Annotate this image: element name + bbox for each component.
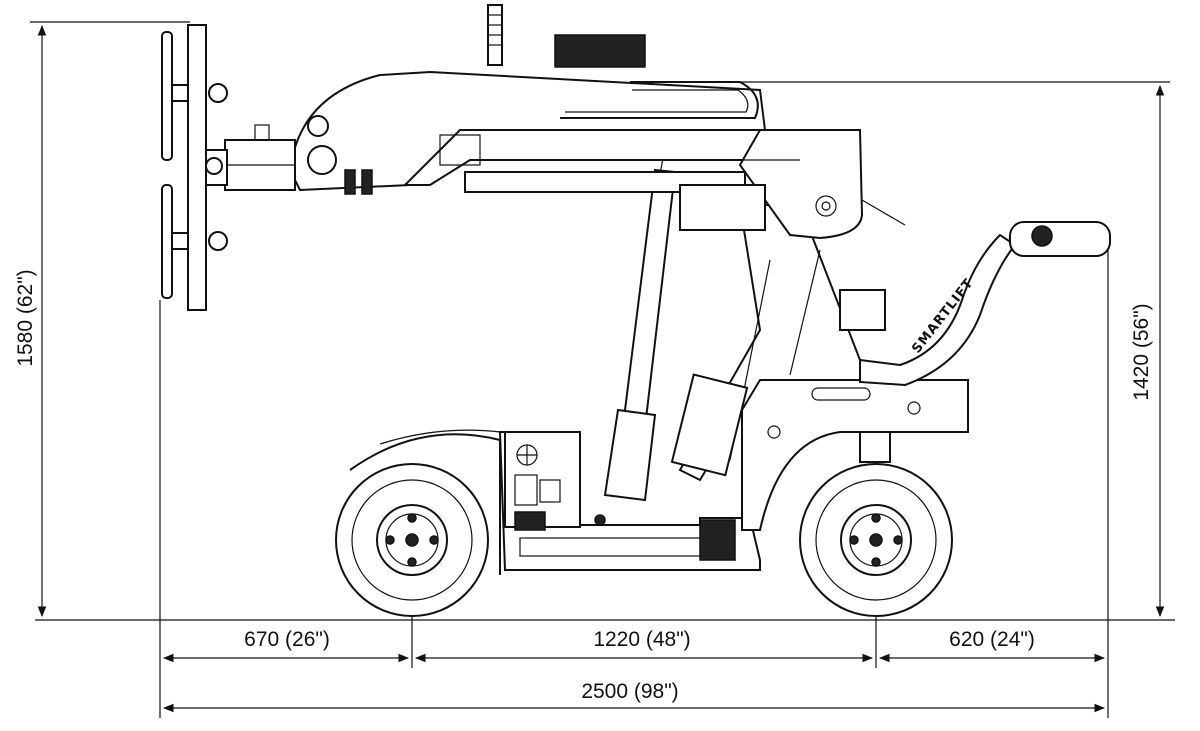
suction-frame (161, 24, 228, 311)
cable-chain (560, 81, 759, 119)
battery-box (670, 373, 749, 477)
wheelbase-label: 1220 (48") (593, 628, 690, 651)
rear-overhang-label: 620 (24") (949, 628, 1035, 651)
front-overhang-label: 670 (26") (244, 628, 330, 651)
front-wheel (335, 463, 489, 617)
machine: SMARTLIFT (161, 4, 1111, 617)
arm-pivot-plate (738, 129, 864, 240)
top-motor (554, 34, 646, 68)
overall-length-label: 2500 (98") (581, 680, 678, 703)
lift-cylinder (594, 139, 677, 526)
arm-height-label: 1420 (56") (1130, 303, 1153, 400)
front-fender (349, 433, 501, 575)
dimension-lines (30, 21, 1175, 718)
suction-cup-top (161, 31, 173, 161)
rear-frame (741, 379, 969, 531)
rear-wheel (799, 463, 953, 617)
arm-cylinder (464, 171, 746, 193)
handle-grip (1009, 221, 1111, 257)
overall-height-label: 1580 (62") (14, 269, 37, 366)
suction-cup-bottom (161, 184, 173, 299)
